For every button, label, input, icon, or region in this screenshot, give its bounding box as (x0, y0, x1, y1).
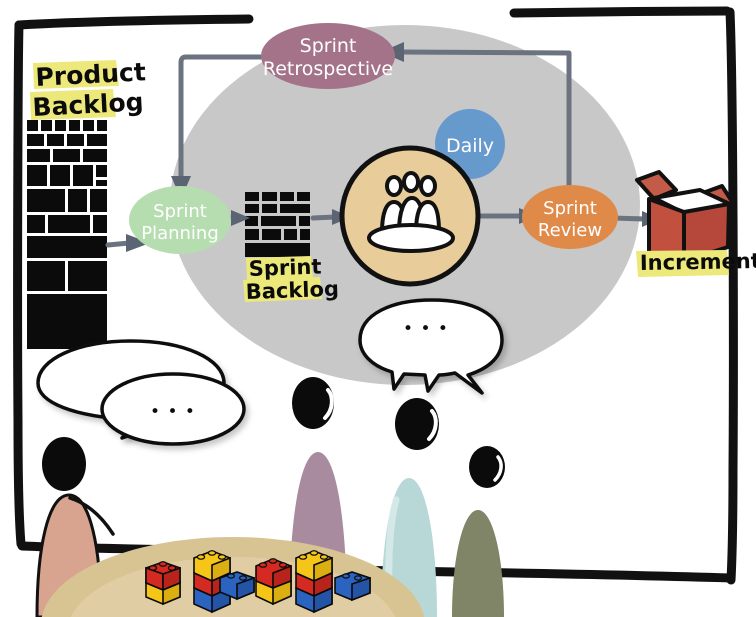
increment-box[interactable]: Increment (635, 170, 756, 277)
speech-bubble-left-front-text: • • • (150, 402, 196, 422)
sprint-planning-label-line2: Planning (141, 223, 219, 244)
speech-bubble-right-text: • • • (403, 319, 449, 339)
product-backlog-board[interactable] (27, 120, 107, 349)
sprint-planning-label-line1: Sprint (153, 201, 207, 222)
sprint-review-label-line1: Sprint (543, 198, 597, 219)
lego-stack-1[interactable] (145, 561, 181, 606)
sprint-retrospective-label-line2: Retrospective (263, 58, 393, 80)
increment-label: Increment (640, 249, 756, 275)
sprint-backlog-label-line1: Sprint (248, 254, 321, 281)
audience-head-1 (42, 437, 86, 491)
lego-stack-4[interactable] (255, 558, 292, 606)
sprint-planning-node[interactable]: Sprint Planning (129, 186, 231, 254)
arrowhead-to-planning (126, 234, 150, 252)
daily-label: Daily (446, 135, 494, 157)
arrow-backlog-to-planning (105, 240, 132, 248)
increment-label-highlight (636, 250, 729, 277)
product-backlog-label-line2: Backlog (32, 87, 144, 122)
audience-heads (42, 377, 505, 491)
sprint-retrospective-ellipse[interactable] (261, 23, 395, 89)
sprint-retrospective-node[interactable]: Sprint Retrospective (261, 23, 395, 89)
arrowhead-to-sprintbacklog (231, 210, 250, 226)
sprint-review-ellipse[interactable] (522, 185, 618, 249)
audience-head-3 (395, 398, 439, 450)
whiteboard-frame (13, 6, 738, 585)
lego-stack-3[interactable] (219, 571, 255, 601)
audience-head-2 (292, 377, 334, 429)
product-backlog-label: Product Backlog (30, 57, 147, 122)
arrow-review-to-increment (610, 215, 648, 222)
three-people-icon (367, 171, 455, 253)
speech-bubble-right: • • • (358, 298, 504, 395)
sprint-backlog-label-line2: Backlog (245, 277, 339, 304)
speech-bubble-left-front: • • • (100, 372, 246, 446)
increment-flap-left (635, 170, 678, 201)
lego-stack-6[interactable] (334, 571, 371, 602)
product-backlog-label-line1: Product (35, 57, 147, 92)
person-body-4 (452, 510, 504, 617)
sprint-retrospective-label-line1: Sprint (300, 35, 357, 57)
lego-stack-5[interactable] (295, 550, 333, 614)
person-body-1-arm (68, 496, 115, 536)
scrum-team-node[interactable] (339, 145, 481, 287)
audience-head-4 (469, 446, 505, 488)
sprint-review-label-line2: Review (538, 220, 602, 241)
arrow-sprintbacklog-to-team (310, 214, 338, 221)
arrow-review-to-retrospective (396, 49, 572, 189)
arrow-retrospective-to-planning (178, 54, 268, 181)
sprint-backlog-board[interactable] (245, 192, 310, 257)
increment-box-side (682, 202, 731, 263)
sprint-review-node[interactable]: Sprint Review (522, 185, 618, 249)
sprint-backlog-label: Sprint Backlog (243, 254, 339, 304)
sprint-planning-ellipse[interactable] (129, 186, 231, 254)
